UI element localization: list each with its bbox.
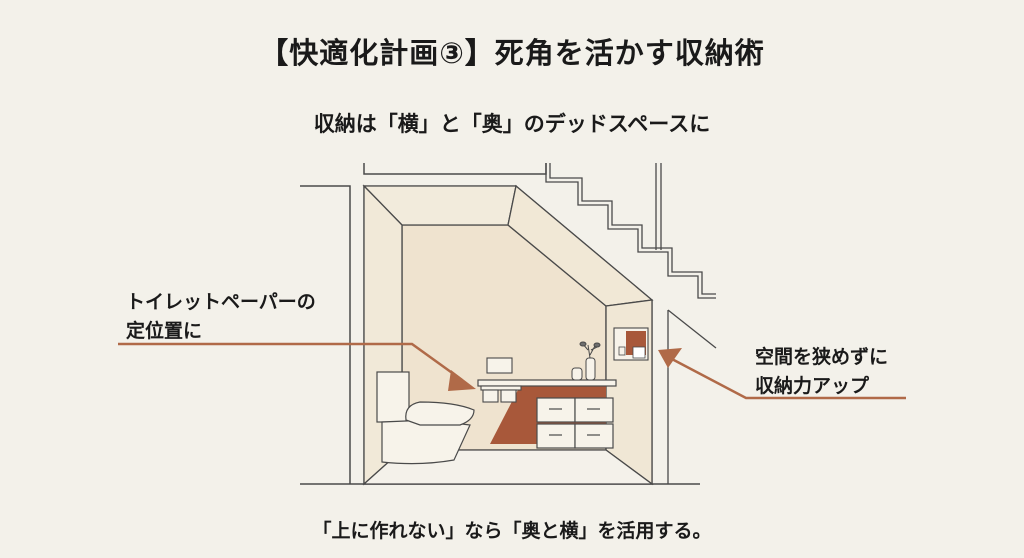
- toilet: [376, 371, 475, 465]
- callout-right-line1: 空間を狭めずに: [755, 346, 889, 368]
- footer-caption: 「上に作れない」なら「奥と横」を活用する。: [312, 520, 712, 542]
- room: [362, 184, 654, 486]
- storage-boxes: [536, 397, 614, 449]
- left-callout-arrow: [118, 342, 463, 382]
- staircase: [545, 163, 717, 484]
- right-arrow-head: [658, 348, 682, 368]
- right-callout-arrow: [669, 356, 906, 400]
- toilet-paper-holder: [480, 385, 522, 403]
- floating-shelf: [477, 379, 617, 387]
- callout-right-line2: 収納力アップ: [755, 375, 870, 397]
- subtitle: 収納は「横」と「奥」のデッドスペースに: [313, 112, 711, 136]
- page-title: 【快適化計画③】死角を活かす収納術: [259, 36, 765, 70]
- callout-left-line2: 定位置に: [126, 320, 203, 342]
- remote-panel: [486, 357, 513, 374]
- callout-storage: 空間を狭めずに 収納力アップ: [755, 343, 888, 401]
- left-outer-wall: [300, 185, 351, 484]
- left-arrow-head: [448, 370, 476, 391]
- ceiling-line: [363, 163, 547, 175]
- wall-niche: [613, 327, 649, 361]
- plant-vase: [571, 341, 601, 381]
- callout-toilet-paper: トイレットペーパーの 定位置に: [126, 288, 316, 346]
- callout-left-line1: トイレットペーパーの: [126, 291, 316, 313]
